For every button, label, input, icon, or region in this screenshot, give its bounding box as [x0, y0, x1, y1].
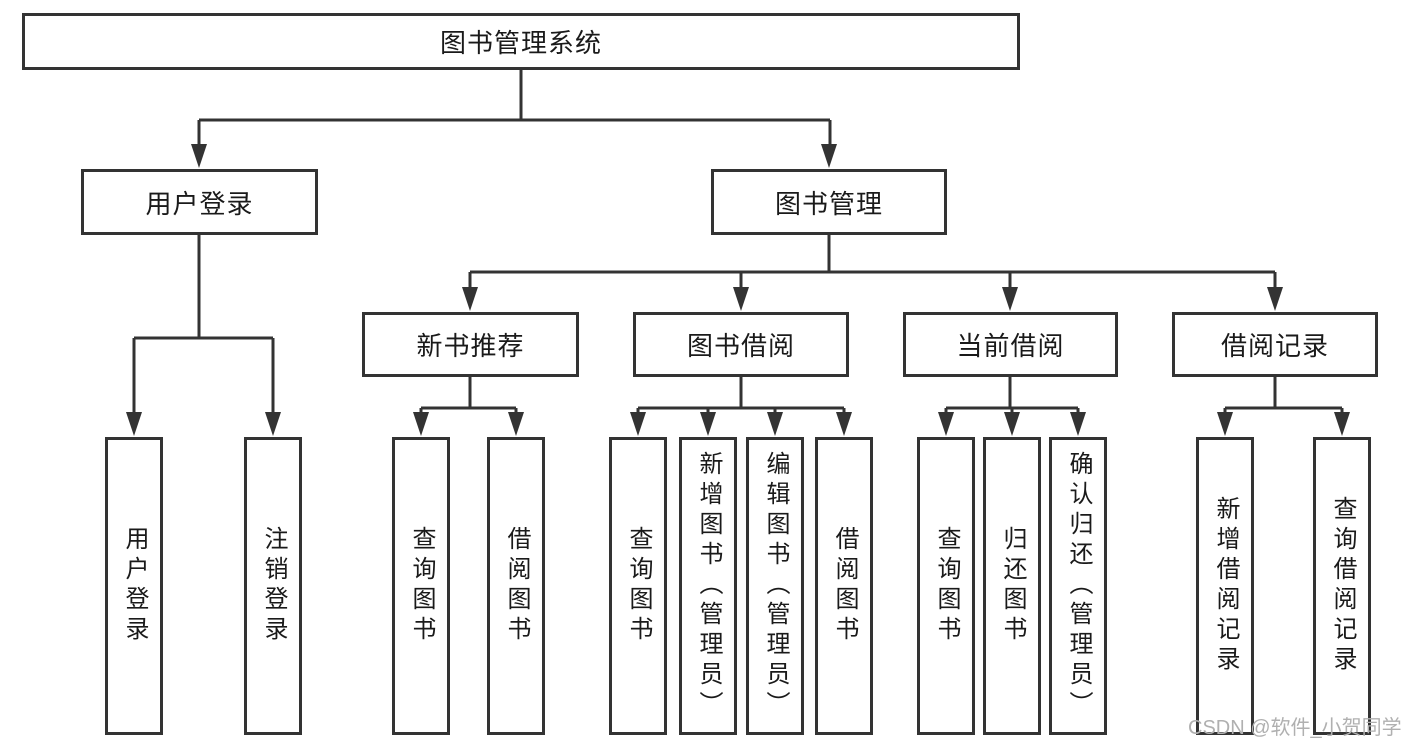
- node-label: 图书管理: [774, 188, 883, 219]
- node-current-borrow: 当前借阅: [903, 312, 1118, 377]
- leaf-label: 新增图书（管理员）: [695, 451, 722, 721]
- leaf-node-user-login: 用户登录: [105, 437, 163, 735]
- arrowhead: [191, 144, 207, 168]
- arrowhead: [821, 144, 837, 168]
- arrowhead: [1217, 412, 1233, 436]
- leaf-label: 归还图书: [999, 526, 1026, 646]
- leaf-label: 查询图书: [408, 526, 435, 646]
- csdn-watermark: CSDN @软件_小贺同学: [1188, 717, 1402, 739]
- node-borrow-records: 借阅记录: [1172, 312, 1378, 377]
- node-book-management: 图书管理: [711, 169, 947, 235]
- arrowhead: [700, 412, 716, 436]
- leaf-node-logout: 注销登录: [244, 437, 302, 735]
- node-book-borrow: 图书借阅: [633, 312, 849, 377]
- leaf-node-return-books: 归还图书: [983, 437, 1041, 735]
- connector-lines: [132, 70, 1344, 415]
- node-label: 用户登录: [145, 188, 254, 219]
- arrowhead: [126, 412, 142, 436]
- leaf-node-add-books-admin: 新增图书（管理员）: [679, 437, 737, 735]
- node-new-book-recommend: 新书推荐: [362, 312, 579, 377]
- arrowhead: [265, 412, 281, 436]
- node-root: 图书管理系统: [22, 13, 1020, 70]
- leaf-node-query-books-recommend: 查询图书: [392, 437, 450, 735]
- node-root-label: 图书管理系统: [439, 28, 602, 58]
- leaf-label: 借阅图书: [503, 526, 530, 646]
- arrowhead: [1267, 287, 1283, 311]
- node-label: 图书借阅: [686, 331, 795, 361]
- arrowhead: [508, 412, 524, 436]
- node-label: 新书推荐: [416, 331, 525, 361]
- leaf-node-add-borrow-record: 新增借阅记录: [1196, 437, 1254, 735]
- arrowhead: [767, 412, 783, 436]
- leaf-label: 注销登录: [260, 526, 287, 646]
- leaf-node-confirm-return-admin: 确认归还（管理员）: [1049, 437, 1107, 735]
- arrowhead: [1334, 412, 1350, 436]
- arrowhead: [1002, 287, 1018, 311]
- arrowhead: [1070, 412, 1086, 436]
- leaf-label: 借阅图书: [831, 526, 858, 646]
- leaf-node-query-books-current: 查询图书: [917, 437, 975, 735]
- arrowhead: [836, 412, 852, 436]
- arrowhead: [938, 412, 954, 436]
- leaf-node-borrow-books: 借阅图书: [815, 437, 873, 735]
- leaf-label: 用户登录: [121, 526, 148, 646]
- leaf-label: 确认归还（管理员）: [1065, 451, 1092, 721]
- node-label: 当前借阅: [956, 331, 1065, 361]
- leaf-node-query-borrow-record: 查询借阅记录: [1313, 437, 1371, 735]
- leaf-label: 查询借阅记录: [1329, 496, 1356, 676]
- arrowhead: [733, 287, 749, 311]
- leaf-node-query-books-borrow: 查询图书: [609, 437, 667, 735]
- node-user-login: 用户登录: [81, 169, 318, 235]
- node-label: 借阅记录: [1220, 331, 1329, 361]
- arrowhead: [630, 412, 646, 436]
- arrowhead: [1004, 412, 1020, 436]
- arrowhead: [413, 412, 429, 436]
- leaf-label: 编辑图书（管理员）: [762, 451, 789, 721]
- leaf-label: 查询图书: [933, 526, 960, 646]
- leaf-label: 新增借阅记录: [1212, 496, 1239, 676]
- leaf-node-edit-books-admin: 编辑图书（管理员）: [746, 437, 804, 735]
- leaf-node-borrow-books-recommend: 借阅图书: [487, 437, 545, 735]
- leaf-label: 查询图书: [625, 526, 652, 646]
- arrowhead: [462, 287, 478, 311]
